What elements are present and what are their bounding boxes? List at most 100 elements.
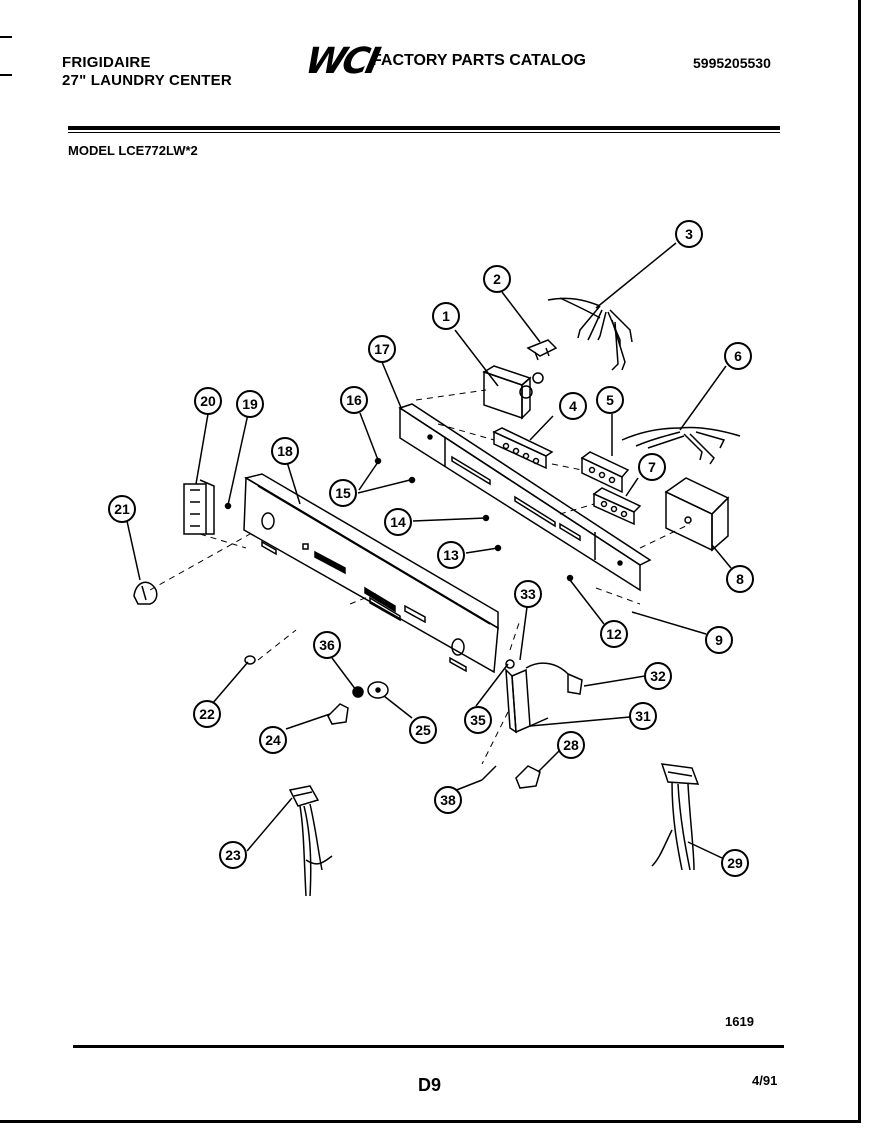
callout-label: 16 bbox=[346, 392, 362, 408]
callout-label: 14 bbox=[390, 514, 406, 530]
control-bracket-drawing bbox=[398, 403, 652, 592]
header-rule-thin bbox=[68, 132, 780, 133]
catalog-title: FACTORY PARTS CATALOG bbox=[372, 52, 586, 69]
control-box-8-drawing bbox=[664, 477, 730, 552]
callout-32: 32 bbox=[644, 662, 672, 690]
callout-19: 19 bbox=[236, 390, 264, 418]
callout-label: 22 bbox=[199, 706, 215, 722]
leader-lines bbox=[126, 242, 732, 859]
callout-5: 5 bbox=[596, 386, 624, 414]
wire-harness-23-drawing bbox=[288, 785, 333, 897]
callout-label: 5 bbox=[606, 392, 614, 408]
callout-label: 32 bbox=[650, 668, 666, 684]
part-24-drawing bbox=[327, 703, 349, 725]
callout-label: 24 bbox=[265, 732, 281, 748]
callout-24: 24 bbox=[259, 726, 287, 754]
callout-38: 38 bbox=[434, 786, 462, 814]
callout-16: 16 bbox=[340, 386, 368, 414]
switch-20-drawing bbox=[183, 479, 215, 535]
callout-label: 7 bbox=[648, 459, 656, 475]
wire-harness-3-drawing bbox=[547, 297, 633, 371]
callout-1: 1 bbox=[432, 302, 460, 330]
callout-label: 4 bbox=[569, 398, 577, 414]
callout-20: 20 bbox=[194, 387, 222, 415]
callout-18: 18 bbox=[271, 437, 299, 465]
screw-38-drawing bbox=[481, 765, 497, 781]
callout-label: 21 bbox=[114, 501, 130, 517]
callout-label: 17 bbox=[374, 341, 390, 357]
callout-label: 8 bbox=[736, 571, 744, 587]
brand-name: FRIGIDAIRE bbox=[62, 54, 151, 71]
callout-label: 20 bbox=[200, 393, 216, 409]
callout-label: 23 bbox=[225, 847, 241, 863]
callout-label: 13 bbox=[443, 547, 459, 563]
page-border-bottom bbox=[0, 1120, 861, 1123]
callout-31: 31 bbox=[629, 702, 657, 730]
knob-21-drawing bbox=[133, 581, 158, 605]
callout-33: 33 bbox=[514, 580, 542, 608]
callout-label: 2 bbox=[493, 271, 501, 287]
timer-drawing bbox=[482, 365, 544, 420]
wire-harness-6-drawing bbox=[621, 426, 741, 465]
callout-label: 15 bbox=[335, 485, 351, 501]
callout-label: 38 bbox=[440, 792, 456, 808]
callout-28: 28 bbox=[557, 731, 585, 759]
catalog-number: 5995205530 bbox=[693, 55, 771, 71]
callout-label: 3 bbox=[685, 226, 693, 242]
figure-number: 1619 bbox=[725, 1014, 754, 1029]
callout-label: 1 bbox=[442, 308, 450, 324]
switch-7-drawing bbox=[592, 487, 642, 526]
callout-label: 18 bbox=[277, 443, 293, 459]
catalog-date: 4/91 bbox=[752, 1073, 778, 1088]
callout-8: 8 bbox=[726, 565, 754, 593]
callout-label: 6 bbox=[734, 348, 742, 364]
callout-label: 25 bbox=[415, 722, 431, 738]
control-panel-drawing bbox=[243, 473, 499, 674]
callout-label: 28 bbox=[563, 737, 579, 753]
callout-7: 7 bbox=[638, 453, 666, 481]
callout-9: 9 bbox=[705, 626, 733, 654]
callout-22: 22 bbox=[193, 700, 221, 728]
wire-harness-29-drawing bbox=[651, 763, 700, 871]
switch-4-drawing bbox=[492, 427, 554, 470]
callout-25: 25 bbox=[409, 716, 437, 744]
crop-mark bbox=[0, 74, 12, 76]
crop-mark bbox=[0, 36, 12, 38]
model-number: MODEL LCE772LW*2 bbox=[68, 143, 198, 158]
callout-4: 4 bbox=[559, 392, 587, 420]
callout-13: 13 bbox=[437, 541, 465, 569]
part-22-drawing bbox=[244, 655, 256, 665]
callout-label: 9 bbox=[715, 632, 723, 648]
clip-drawing bbox=[526, 339, 558, 361]
callout-35: 35 bbox=[464, 706, 492, 734]
callout-3: 3 bbox=[675, 220, 703, 248]
callout-12: 12 bbox=[600, 620, 628, 648]
callout-label: 12 bbox=[606, 626, 622, 642]
callout-6: 6 bbox=[724, 342, 752, 370]
part-28-drawing bbox=[515, 765, 541, 789]
header-left: FRIGIDAIRE 27" LAUNDRY CENTER bbox=[62, 54, 232, 90]
callout-label: 35 bbox=[470, 712, 486, 728]
callout-label: 33 bbox=[520, 586, 536, 602]
part-25-drawing bbox=[367, 681, 389, 699]
callout-label: 31 bbox=[635, 708, 651, 724]
callout-21: 21 bbox=[108, 495, 136, 523]
header-rule bbox=[68, 126, 780, 130]
page-border-right bbox=[858, 0, 861, 1122]
callout-label: 19 bbox=[242, 396, 258, 412]
callout-29: 29 bbox=[721, 849, 749, 877]
callout-2: 2 bbox=[483, 265, 511, 293]
callout-36: 36 bbox=[313, 631, 341, 659]
callout-label: 29 bbox=[727, 855, 743, 871]
footer-rule bbox=[73, 1045, 784, 1048]
callout-17: 17 bbox=[368, 335, 396, 363]
switch-5-drawing bbox=[580, 451, 630, 494]
callout-14: 14 bbox=[384, 508, 412, 536]
switch-assembly-drawing bbox=[505, 659, 583, 734]
alignment-lines bbox=[149, 389, 691, 765]
callout-15: 15 bbox=[329, 479, 357, 507]
product-name: 27" LAUNDRY CENTER bbox=[62, 72, 232, 89]
callout-label: 36 bbox=[319, 637, 335, 653]
callout-23: 23 bbox=[219, 841, 247, 869]
